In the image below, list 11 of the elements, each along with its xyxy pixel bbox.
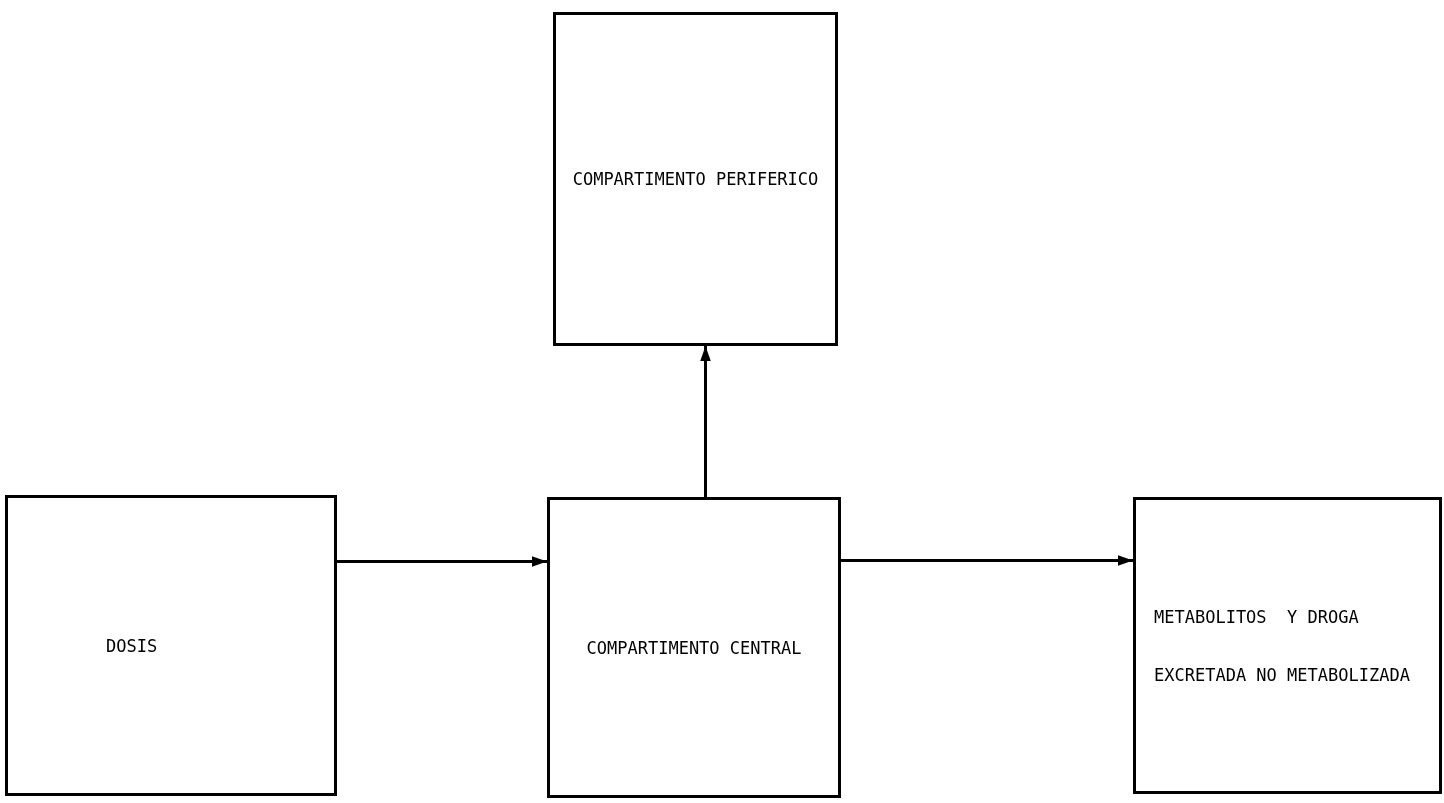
arrow (841, 555, 1133, 566)
box-label: COMPARTIMENTO CENTRAL (586, 636, 802, 660)
box-label: DOSIS (106, 634, 158, 658)
process-box (5, 495, 337, 796)
arrow (700, 346, 711, 497)
box-label: METABOLITOS Y DROGA EXCRETADA NO METABOLIZADA (1154, 605, 1411, 687)
arrow (337, 556, 547, 567)
process-box (553, 12, 838, 346)
process-box (547, 497, 841, 798)
process-box (1133, 497, 1442, 794)
box-label: COMPARTIMENTO PERIFERICO (572, 168, 819, 191)
